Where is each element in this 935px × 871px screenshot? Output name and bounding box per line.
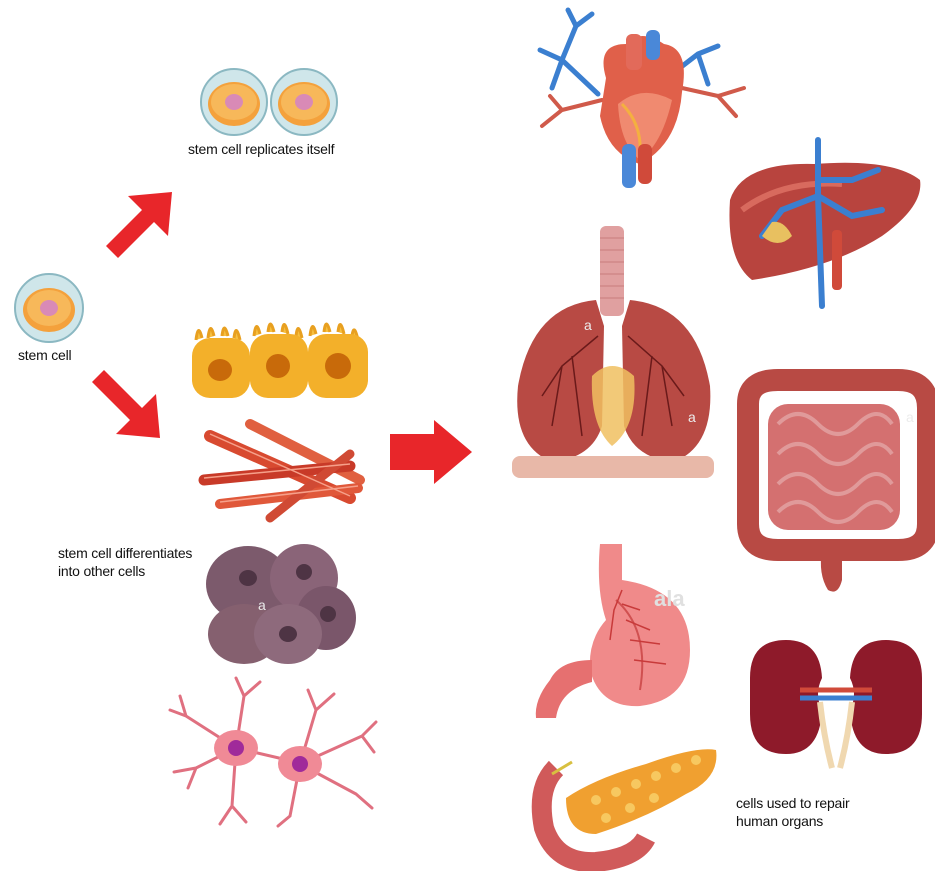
- replicates-label: stem cell replicates itself: [188, 140, 334, 158]
- lungs-icon: a a: [512, 226, 714, 486]
- stem-cell-icon: [12, 272, 86, 344]
- muscle-fiber-icon: [200, 418, 364, 526]
- repair-label: cells used to repair human organs: [736, 794, 850, 830]
- watermark-a: a: [906, 409, 914, 425]
- fat-cell-icon: a: [192, 540, 360, 666]
- arrow-down-right-icon: [88, 366, 168, 446]
- liver-icon: [722, 140, 926, 308]
- arrow-up-right-icon: [98, 184, 178, 264]
- epithelial-cell-icon: [190, 314, 372, 400]
- watermark-ala: ala: [654, 586, 685, 611]
- stomach-icon: ala: [530, 540, 710, 720]
- watermark-a: a: [584, 317, 592, 333]
- differentiates-label: stem cell differentiates into other cell…: [58, 544, 192, 580]
- intestine-icon: a: [738, 374, 932, 596]
- heart-icon: [522, 4, 754, 188]
- watermark-a: a: [258, 597, 266, 613]
- neuron-icon: [166, 676, 378, 826]
- stem-cell-label: stem cell: [18, 346, 71, 364]
- arrow-right-icon: [390, 420, 474, 484]
- watermark-a: a: [688, 409, 696, 425]
- kidney-icon: [740, 638, 932, 770]
- pancreas-icon: [536, 738, 720, 868]
- replicated-cell-icon: [200, 66, 340, 138]
